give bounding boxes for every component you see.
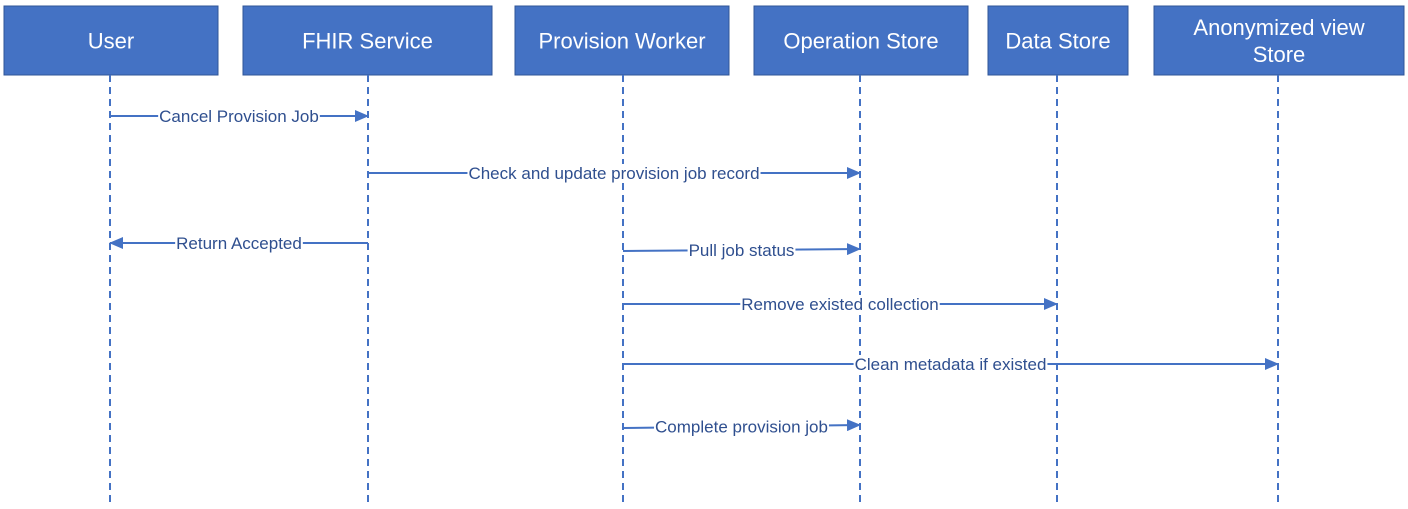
participant-box — [1153, 5, 1405, 76]
message-label: Return Accepted — [176, 234, 302, 253]
participant-label: Operation Store — [783, 29, 938, 54]
message-label: Check and update provision job record — [468, 164, 759, 183]
participant-box — [987, 5, 1129, 76]
participant-box — [514, 5, 730, 76]
participant-box — [3, 5, 219, 76]
message: Complete provision job — [622, 417, 861, 437]
participant-fhir: FHIR Service — [242, 5, 493, 76]
message: Cancel Provision Job — [110, 107, 369, 126]
message-label-bg — [158, 107, 320, 126]
participant-label: Provision Worker — [538, 29, 705, 54]
message-label-bg — [467, 164, 761, 183]
message-label-bg — [654, 417, 829, 437]
message: Clean metadata if existed — [623, 355, 1279, 374]
participant-box — [753, 5, 969, 76]
message-label: Remove existed collection — [741, 295, 938, 314]
message-label-bg — [853, 355, 1048, 374]
message-label-bg — [687, 241, 796, 260]
participant-worker: Provision Worker — [514, 5, 730, 76]
message: Remove existed collection — [623, 295, 1058, 314]
message: Pull job status — [622, 241, 861, 260]
participant-label: Data Store — [1005, 29, 1110, 54]
message-label-bg — [175, 234, 303, 253]
participant-label: Anonymized view — [1193, 15, 1364, 40]
message-label: Clean metadata if existed — [855, 355, 1047, 374]
message: Return Accepted — [109, 234, 368, 253]
message: Check and update provision job record — [368, 164, 861, 183]
participant-label: FHIR Service — [302, 29, 433, 54]
participant-datastore: Data Store — [987, 5, 1129, 76]
message-label-bg — [740, 295, 940, 314]
message-label: Cancel Provision Job — [159, 107, 319, 126]
message-label: Complete provision job — [655, 418, 828, 437]
participant-label: User — [88, 29, 134, 54]
participant-box — [242, 5, 493, 76]
message-label: Pull job status — [689, 241, 795, 260]
participant-user: User — [3, 5, 219, 76]
participant-label: Store — [1253, 42, 1306, 67]
participant-opstore: Operation Store — [753, 5, 969, 76]
